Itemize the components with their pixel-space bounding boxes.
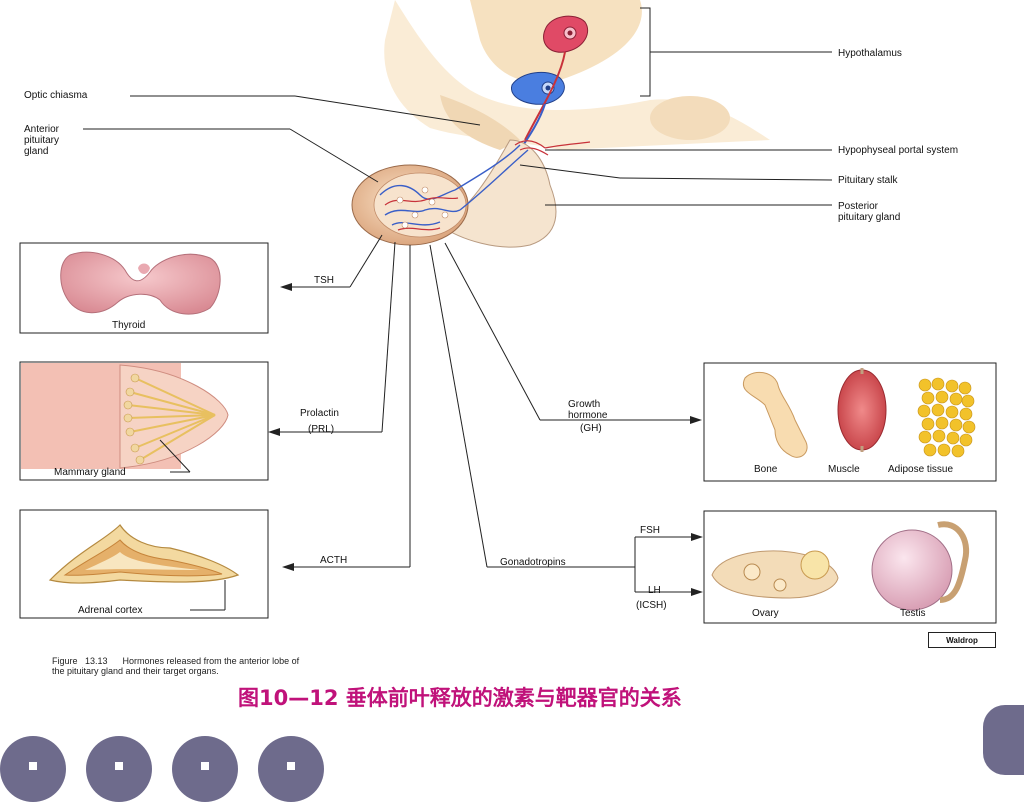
label-testis: Testis (900, 608, 926, 619)
label-mammary: Mammary gland (54, 467, 126, 478)
square-icon (29, 762, 37, 770)
pituitary-diagram (19, 0, 997, 624)
label-prolactin: Prolactin (300, 408, 339, 419)
label-thyroid: Thyroid (112, 320, 146, 331)
mammary-illustration (19, 361, 269, 481)
nav-button-1[interactable] (0, 736, 66, 802)
top-leader-lines (83, 95, 833, 206)
label-gonadotropins: Gonadotropins (500, 557, 566, 568)
square-icon (287, 762, 295, 770)
hormone-lines (280, 234, 696, 593)
adrenal-illustration (19, 509, 269, 619)
label-lh: LH (648, 585, 661, 596)
label-pituitary-stalk: Pituitary stalk (838, 175, 898, 186)
label-acth: ACTH (320, 555, 348, 566)
hypothalamus-bracket (640, 7, 832, 97)
label-anterior-pituitary: Anterior pituitary gland (24, 124, 60, 157)
label-gh: (GH) (580, 423, 602, 434)
label-muscle: Muscle (828, 464, 860, 475)
label-adrenal: Adrenal cortex (78, 605, 143, 616)
gh-targets-illustration (703, 362, 997, 482)
square-icon (115, 762, 123, 770)
nav-button-3[interactable] (172, 736, 238, 802)
pituitary-gland (351, 139, 591, 248)
label-portal-system: Hypophyseal portal system (838, 145, 959, 156)
figure-caption: Figure 13.13 Hormones released from the … (52, 656, 300, 676)
label-posterior-pituitary: Posterior pituitary gland (838, 201, 901, 223)
label-icsh: (ICSH) (636, 600, 667, 611)
label-growth-hormone: Growth hormone (568, 399, 608, 421)
label-ovary: Ovary (752, 608, 779, 619)
label-fsh: FSH (640, 525, 660, 536)
label-hypothalamus: Hypothalamus (838, 48, 902, 59)
label-adipose: Adipose tissue (888, 464, 954, 475)
nav-button-4[interactable] (258, 736, 324, 802)
arrowheads (268, 283, 703, 596)
hypothalamic-neurons (511, 15, 589, 151)
label-tsh: TSH (314, 275, 334, 286)
slide-title-chinese: 图10—12 垂体前叶释放的激素与靶器官的关系 (238, 686, 682, 710)
corner-button[interactable] (983, 705, 1024, 775)
label-prl: (PRL) (308, 424, 335, 435)
credit-label: Waldrop (928, 632, 996, 648)
label-bone: Bone (754, 464, 778, 475)
thyroid-illustration (19, 242, 269, 334)
square-icon (201, 762, 209, 770)
nav-button-2[interactable] (86, 736, 152, 802)
label-optic-chiasma: Optic chiasma (24, 90, 88, 101)
gonad-targets-illustration (703, 510, 997, 624)
